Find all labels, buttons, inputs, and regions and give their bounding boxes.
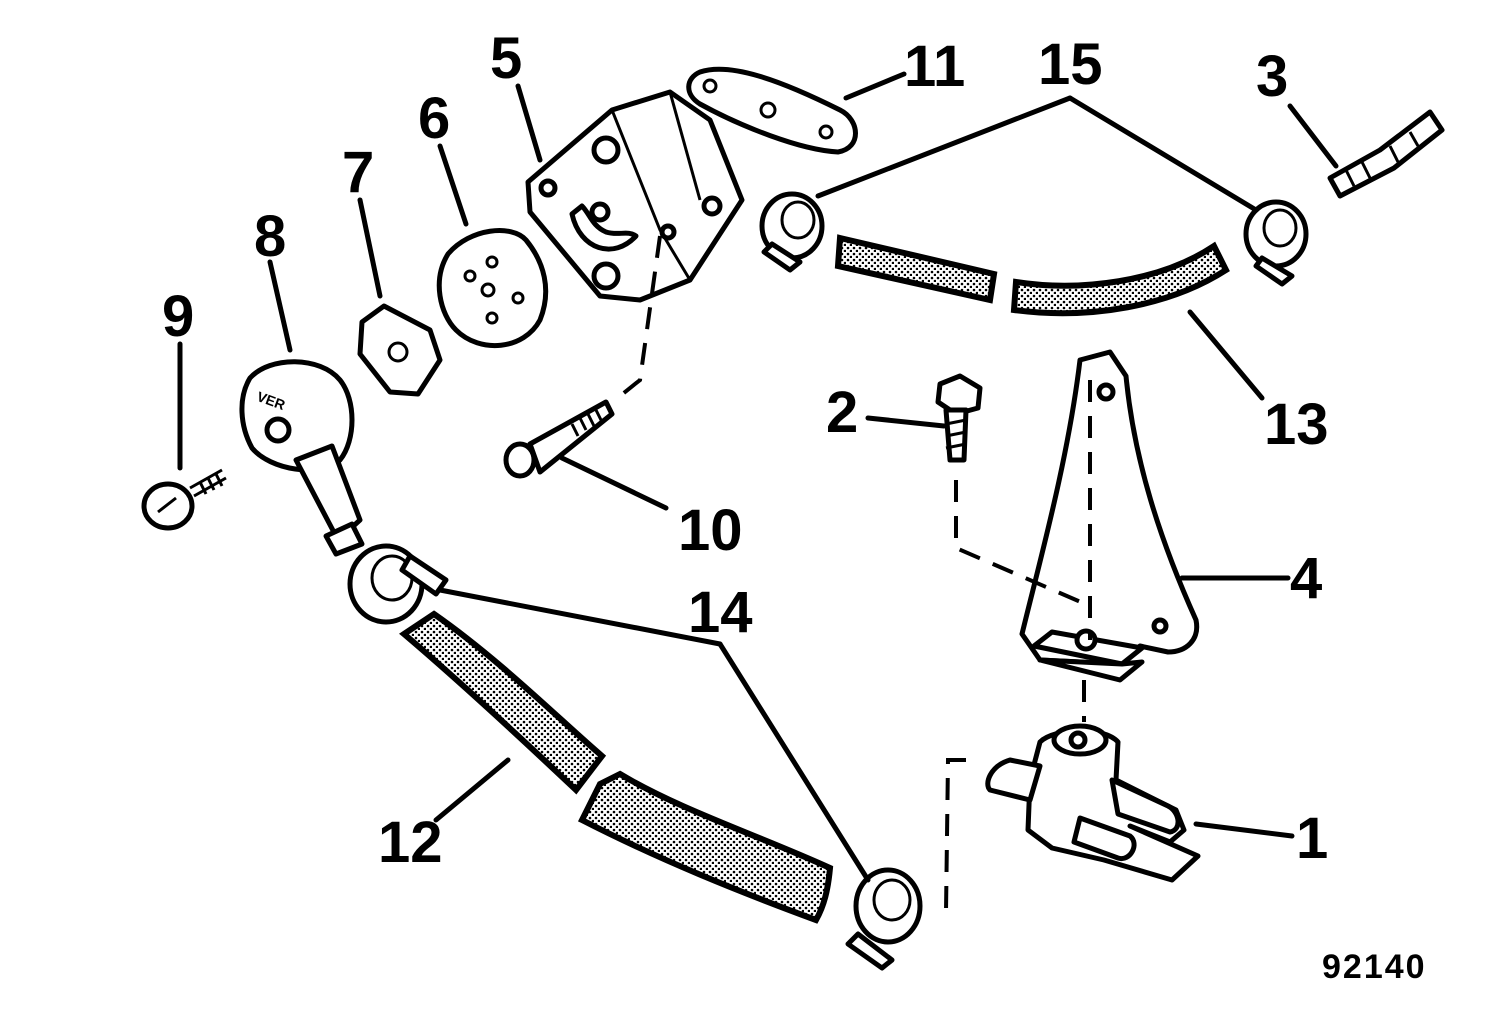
part-15-clamp-right bbox=[1243, 199, 1309, 287]
callout-3: 3 bbox=[1256, 44, 1288, 109]
alignment-lines bbox=[618, 235, 1092, 913]
callout-5: 5 bbox=[490, 26, 522, 91]
part-5-pump-body bbox=[525, 89, 745, 303]
figure-number: 92140 bbox=[1322, 948, 1427, 986]
part-8-cover: VER bbox=[239, 359, 365, 557]
callout-13: 13 bbox=[1264, 392, 1329, 457]
part-2-bolt bbox=[935, 373, 983, 463]
callout-1: 1 bbox=[1296, 806, 1328, 871]
part-9-screw bbox=[141, 468, 227, 531]
part-4-bracket bbox=[1019, 349, 1200, 683]
part-1-valve bbox=[985, 723, 1201, 883]
part-6-plate bbox=[436, 228, 549, 349]
callout-15: 15 bbox=[1038, 32, 1103, 97]
part-15-clamp-left bbox=[759, 191, 825, 273]
callout-9: 9 bbox=[162, 284, 194, 349]
callout-labels: 1 2 3 4 5 6 7 8 9 10 11 12 13 14 15 bbox=[162, 26, 1329, 875]
callout-11: 11 bbox=[904, 34, 965, 99]
part-12-hose bbox=[399, 610, 834, 924]
part-14-clamp-upper bbox=[347, 543, 449, 625]
callout-10: 10 bbox=[678, 498, 743, 563]
part-7-diaphragm bbox=[357, 303, 443, 397]
callout-2: 2 bbox=[826, 380, 858, 445]
callout-7: 7 bbox=[342, 140, 374, 205]
part-10-screw bbox=[503, 399, 615, 479]
part-11-gasket bbox=[686, 66, 858, 155]
callout-12: 12 bbox=[378, 810, 443, 875]
callout-6: 6 bbox=[418, 86, 450, 151]
callout-14: 14 bbox=[688, 580, 753, 645]
callout-4: 4 bbox=[1290, 546, 1322, 611]
callout-8: 8 bbox=[254, 204, 286, 269]
part-3-fitting bbox=[1327, 109, 1445, 199]
part-13-hose bbox=[834, 234, 1230, 317]
part-14-clamp-lower bbox=[845, 867, 923, 971]
leader-lines bbox=[177, 71, 1339, 883]
